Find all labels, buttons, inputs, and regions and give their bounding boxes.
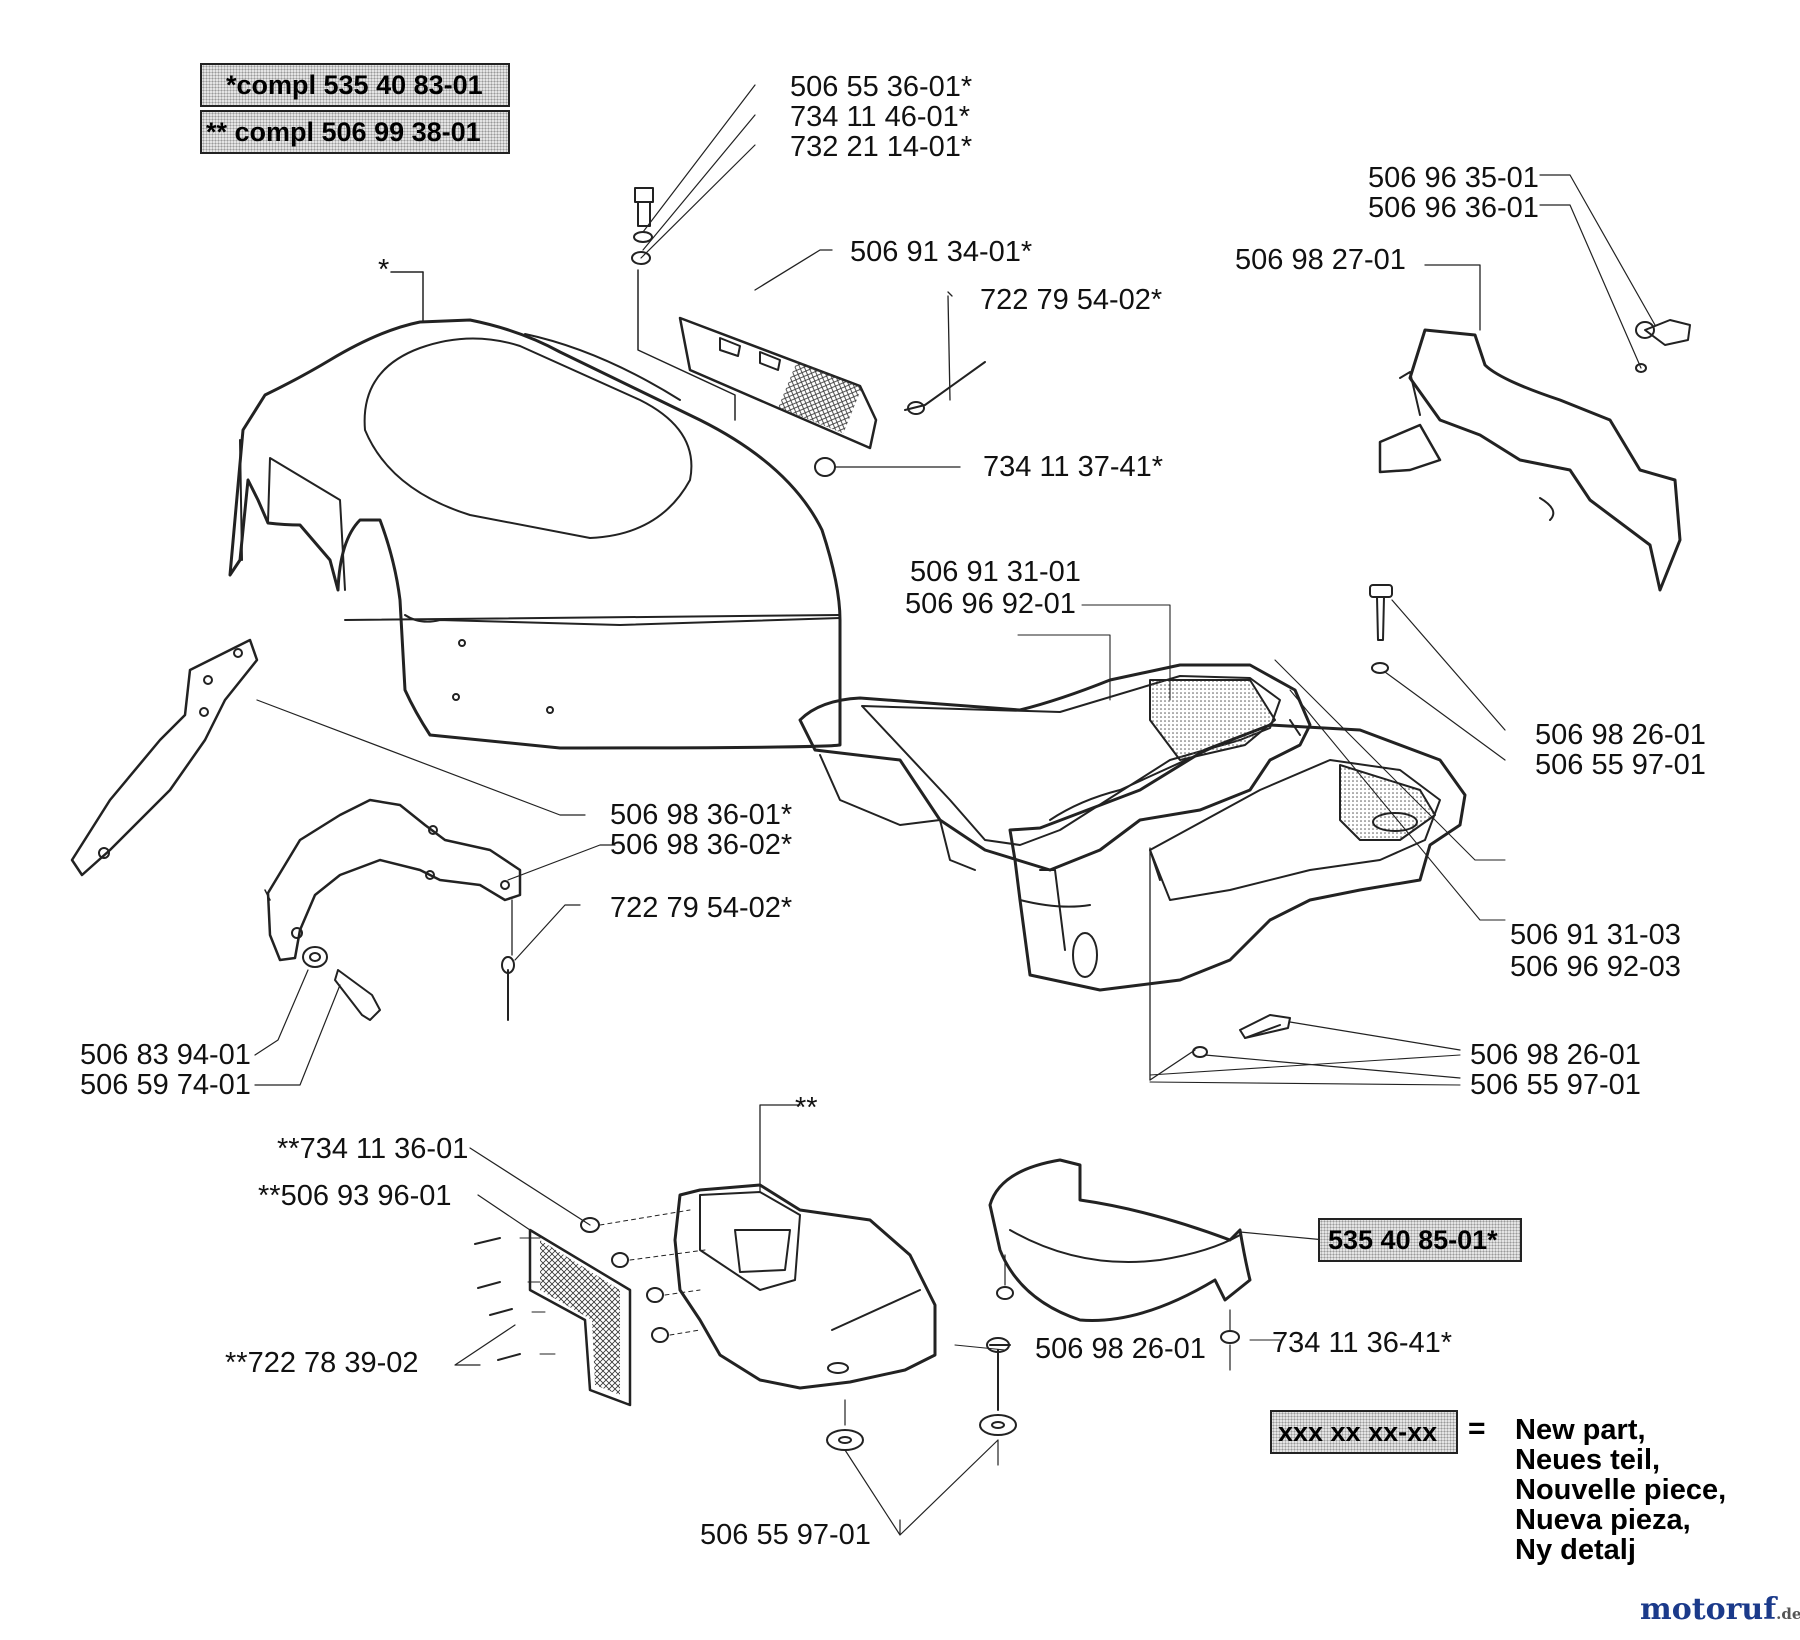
part-label: **506 93 96-01 <box>258 1180 452 1212</box>
legend-line: Nueva pieza, <box>1515 1504 1691 1536</box>
part-label: 506 98 26-01 <box>1470 1039 1641 1071</box>
compl-box-2-text: ** compl 506 99 38-01 <box>206 117 481 147</box>
star-mark-hood: * <box>378 254 390 286</box>
part-label: 506 59 74-01 <box>80 1069 251 1101</box>
part-label: 506 98 26-01 <box>1535 719 1706 751</box>
part-label: 722 79 54-02* <box>980 284 1163 316</box>
legend-pattern-box: xxx xx xx-xx <box>1270 1410 1458 1454</box>
part-label: 506 55 97-01 <box>1535 749 1706 781</box>
compl-box-1-text: *compl 535 40 83-01 <box>226 70 483 100</box>
bowl-part <box>988 1158 1326 1371</box>
legend-line: New part, <box>1515 1414 1646 1446</box>
part-label: 506 96 35-01 <box>1368 162 1539 194</box>
grille-plate <box>678 249 878 450</box>
legend-line: Ny detalj <box>1515 1534 1636 1566</box>
bolt-washer <box>254 946 381 1086</box>
star-mark-cover: ** <box>795 1092 818 1124</box>
part-label: 506 55 97-01 <box>700 1519 871 1551</box>
part-label: 506 96 36-01 <box>1368 192 1539 224</box>
part-label: 506 96 92-03 <box>1510 951 1681 983</box>
screw-stack <box>631 84 756 421</box>
new-part-box: 535 40 85-01* <box>1318 1218 1522 1262</box>
part-label: 732 21 14-01* <box>790 131 973 163</box>
watermark-name: motoruf <box>1640 1592 1777 1627</box>
part-label: 734 11 36-41* <box>1272 1327 1453 1359</box>
lower-screw <box>1192 1014 1461 1079</box>
part-label: 506 96 92-01 <box>905 588 1076 620</box>
legend-line: Neues teil, <box>1515 1444 1661 1476</box>
part-label: 506 98 26-01 <box>1035 1333 1206 1365</box>
seat-tray-part <box>798 663 1312 872</box>
lower-cover-part <box>673 1104 937 1390</box>
seat-screw <box>1369 584 1506 761</box>
legend-pattern-text: xxx xx xx-xx <box>1278 1417 1438 1447</box>
part-label: 506 83 94-01 <box>80 1039 251 1071</box>
bottom-washers <box>826 1337 1017 1536</box>
legend-line: Nouvelle piece, <box>1515 1474 1727 1506</box>
part-label: 506 98 36-02* <box>610 829 793 861</box>
rivet-pin <box>501 899 581 1021</box>
legend-equals: = <box>1468 1412 1486 1445</box>
hood-part <box>228 271 842 750</box>
compl-box-1: *compl 535 40 83-01 <box>200 63 510 107</box>
pin-part <box>814 291 986 477</box>
part-label: 506 91 34-01* <box>850 236 1033 268</box>
part-label: 734 11 46-01* <box>790 101 971 133</box>
new-part-box-text: 535 40 85-01* <box>1328 1225 1498 1255</box>
part-label: **722 78 39-02 <box>225 1347 419 1379</box>
part-label: 506 91 31-03 <box>1510 919 1681 951</box>
part-label: 734 11 37-41* <box>983 451 1164 483</box>
part-label: 506 55 36-01* <box>790 71 973 103</box>
watermark-logo: motoruf.de <box>1640 1592 1800 1627</box>
right-cover-part <box>1378 174 1691 592</box>
reflector-plate <box>454 1147 706 1407</box>
part-label: 506 55 97-01 <box>1470 1069 1641 1101</box>
bracket-part-2 <box>264 798 616 962</box>
part-label: 722 79 54-02* <box>610 892 793 924</box>
part-label: 506 98 36-01* <box>610 799 793 831</box>
part-label: 506 91 31-01 <box>910 556 1081 588</box>
bracket-part-1 <box>70 638 586 877</box>
part-label: **734 11 36-01 <box>277 1133 469 1165</box>
watermark-suffix: .de <box>1776 1605 1800 1623</box>
part-label: 506 98 27-01 <box>1235 244 1406 276</box>
compl-box-2: ** compl 506 99 38-01 <box>200 110 510 154</box>
front-tray-part <box>1008 723 1467 1081</box>
